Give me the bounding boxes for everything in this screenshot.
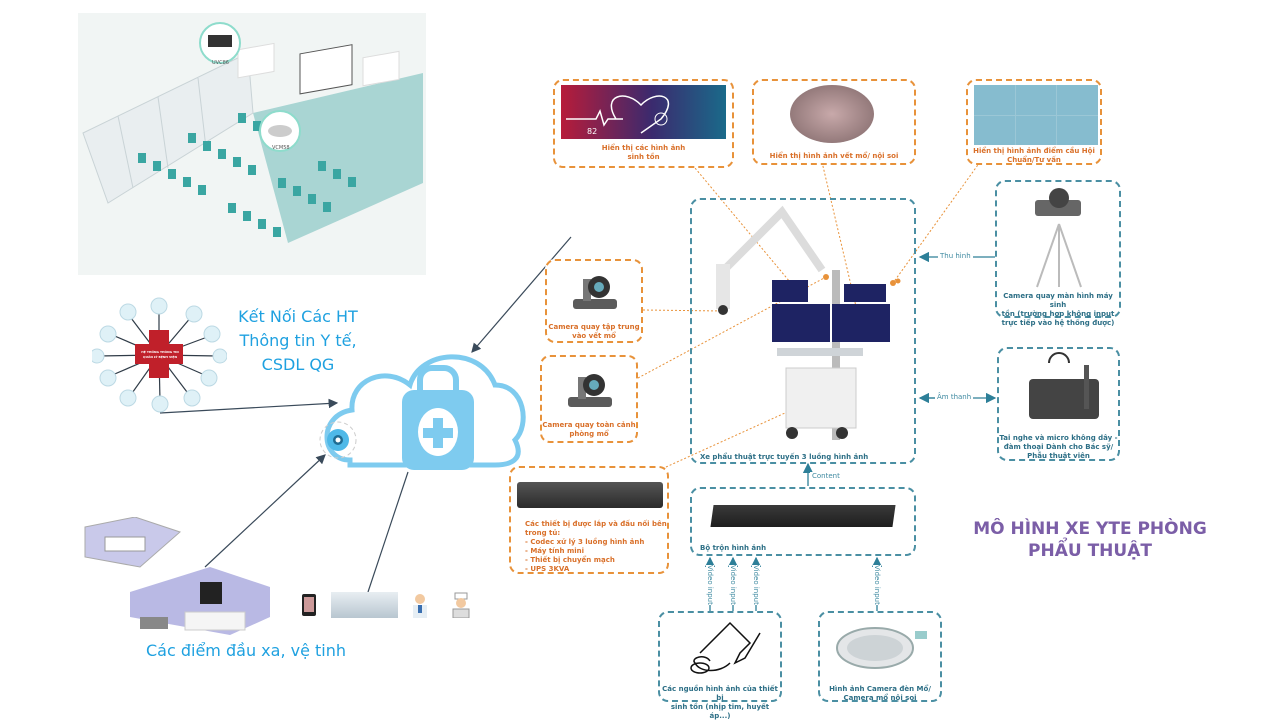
video-input-label-3: Video input: [752, 565, 760, 605]
focus-camera-caption-2: vào vết mổ: [572, 332, 616, 340]
link-cart-to-cloud: [471, 236, 572, 353]
surgical-light-caption-2: Camera mổ nội soi: [843, 694, 917, 702]
content-label: Content: [810, 472, 842, 480]
heartbeat-icon: [566, 95, 670, 134]
screen-camera-caption-3: trực tiếp vào hệ thống được): [1001, 319, 1115, 327]
surgical-light-caption-1: Hình ảnh Camera đèn Mổ/: [829, 685, 931, 693]
vital-signs-image: 82: [561, 85, 726, 139]
remote-sites-illustration: [80, 517, 280, 642]
vital-sources-caption-2: sinh tồn (nhịp tim, huyết áp...): [670, 703, 770, 720]
doctor-photo-icon: [331, 592, 398, 618]
surgical-light-box: Hình ảnh Camera đèn Mổ/ Camera mổ nội so…: [818, 611, 942, 702]
headset-caption-2: đàm thoại Dành cho Bác sỹ/: [1003, 443, 1114, 451]
video-input-label-4: Video input: [873, 565, 881, 605]
surgery-cart-box: Xe phẩu thuật trực tuyến 3 luồng hình ản…: [690, 198, 916, 464]
surgery-view-box: Hiển thị hình ảnh vết mổ/ nội soi: [752, 79, 916, 165]
tripod-camera-icon: [1035, 188, 1082, 288]
vital-caption-1: Hiển thị các hình ảnh: [601, 144, 686, 152]
his-label-line-2: Thông tin Y tế,: [239, 331, 357, 350]
mic-label: VCM58: [272, 145, 290, 151]
gear-icon: [327, 429, 349, 451]
vital-caption-2: sinh tồn: [627, 153, 660, 161]
red-cross-icon: [135, 330, 183, 378]
his-label-line-1: Kết Nối Các HT: [238, 307, 358, 326]
overview-camera-box: Camera quay toàn cảnh phòng mổ: [540, 355, 638, 443]
thu-hinh-label: Thu hình: [938, 252, 973, 260]
focus-camera-box: Camera quay tập trung vào vết mổ: [545, 259, 643, 343]
link-cloud-to-doctor: [367, 471, 409, 593]
his-label-line-3: CSDL QG: [261, 355, 335, 374]
cabinet-equipment-box: Các thiết bị được lắp và đấu nối bên tro…: [509, 466, 669, 574]
video-mixer-box: Bộ trộn hình ảnh: [690, 487, 916, 556]
headset-caption-1: Tai nghe và micro không dây -: [999, 434, 1118, 442]
cabinet-line-2: trong tủ:: [525, 529, 561, 537]
vital-sources-caption-1: Các nguồn hình ảnh của thiết bị: [662, 685, 778, 702]
his-connection-label: Kết Nối Các HT Thông tin Y tế, CSDL QG: [228, 305, 368, 377]
headset-icon: [1029, 352, 1099, 419]
consultation-view-box: Hiển thị hình ảnh điểm cầu Hội Chuẩn/Tư …: [966, 79, 1102, 165]
his-center-line-1: HỆ THỐNG THÔNG TIN: [141, 350, 179, 354]
ptz-camera-icon: [573, 276, 617, 309]
cabinet-line-1: Các thiết bị được lắp và đấu nối bên: [525, 520, 667, 528]
room-drawing: [82, 22, 423, 243]
link-remote-to-cloud: [204, 454, 326, 568]
vital-sources-box: Các nguồn hình ảnh của thiết bị sinh tồn…: [658, 611, 782, 720]
video-call-grid: [974, 85, 1098, 145]
link-his-to-cloud: [159, 398, 339, 414]
diagram-title: MÔ HÌNH XE YTE PHÒNG PHẨU THUẬT: [945, 518, 1235, 562]
his-diagram: HỆ THỐNG THÔNG TIN QUẢN LÝ BỆNH VIỆN: [92, 296, 227, 414]
mixer-caption: Bộ trộn hình ảnh: [700, 544, 767, 552]
video-input-label-1: Video input: [706, 565, 714, 605]
surgery-caption: Hiển thị hình ảnh vết mổ/ nội soi: [769, 152, 899, 160]
focus-camera-caption-1: Camera quay tập trung: [548, 323, 640, 331]
overview-camera-caption-2: phòng mổ: [569, 430, 609, 438]
camera-label: UVC86: [212, 60, 229, 66]
monitor-value: 82: [587, 127, 598, 136]
cart-caption: Xe phẩu thuật trực tuyến 3 luồng hình ản…: [700, 453, 869, 461]
tablet-doctor-icon: [302, 594, 316, 616]
diagram-title-line-1: MÔ HÌNH XE YTE PHÒNG: [973, 519, 1207, 539]
mixer-device-image: [710, 505, 896, 527]
screen-camera-caption-1: Camera quay màn hình máy sinh: [1003, 292, 1113, 309]
his-center-line-2: QUẢN LÝ BỆNH VIỆN: [143, 355, 177, 359]
cloud-medical-icon: [310, 330, 535, 485]
screen-camera-caption-2: tồn (trường hợp không input: [1001, 310, 1115, 318]
ptz-camera-icon: [568, 374, 612, 407]
endoscope-image: [790, 85, 874, 143]
cabinet-line-6: - UPS 3KVA: [525, 565, 570, 573]
screen-camera-box: Camera quay màn hình máy sinh tồn (trườn…: [995, 180, 1121, 327]
conference-room-illustration: UVC86 VCM58: [78, 13, 426, 275]
headset-caption-3: Phẫu thuật viên: [1027, 452, 1090, 460]
surgical-light-icon: [836, 627, 927, 669]
consult-caption-2: Chuẩn/Tư vấn: [1007, 156, 1061, 164]
surgery-cart-image: [716, 205, 890, 440]
consult-caption-1: Hiển thị hình ảnh điểm cầu Hội: [973, 147, 1095, 155]
remote-sites-label: Các điểm đầu xa, vệ tinh: [146, 641, 347, 660]
overview-camera-caption-1: Camera quay toàn cảnh: [542, 421, 636, 429]
am-thanh-label: Âm thanh: [935, 393, 974, 401]
cabinet-line-3: - Codec xử lý 3 luồng hình ảnh: [525, 538, 645, 546]
doctor-avatar-icon: [410, 592, 430, 618]
video-input-label-2: Video input: [729, 565, 737, 605]
diagram-title-line-2: PHẨU THUẬT: [1028, 541, 1152, 561]
headset-box: Tai nghe và micro không dây - đàm thoại …: [997, 347, 1120, 461]
blood-pressure-icon: [690, 621, 761, 674]
vital-signs-display-box: 82 Hiển thị các hình ảnh sinh tồn: [553, 79, 734, 168]
nurse-avatar-icon: [450, 592, 472, 618]
cabinet-line-5: - Thiết bị chuyển mạch: [525, 556, 615, 564]
codec-device-image: [517, 482, 663, 508]
cabinet-line-4: - Máy tính mini: [525, 547, 585, 555]
